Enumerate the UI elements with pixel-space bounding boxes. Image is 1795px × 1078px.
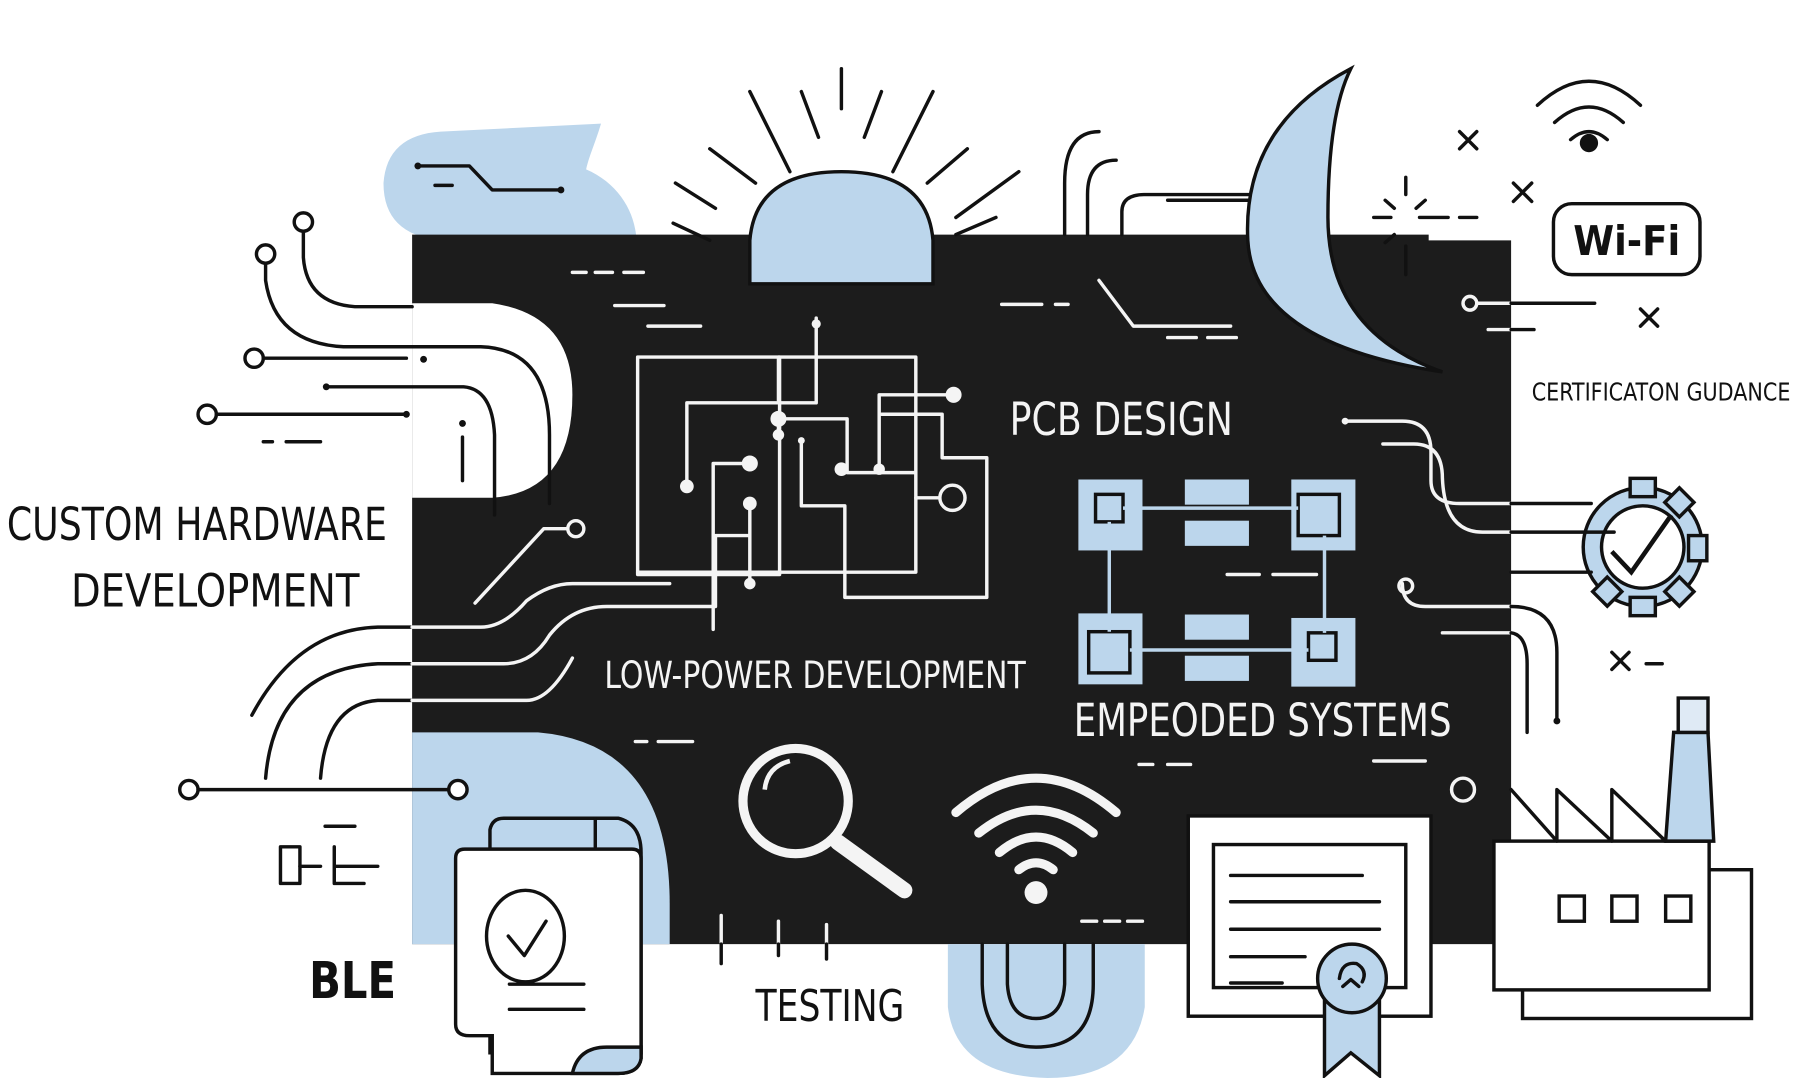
trace-left-lower bbox=[410, 533, 752, 666]
trace-right bbox=[1509, 631, 1529, 735]
factory-icon bbox=[1492, 696, 1754, 1021]
certification-guidance-label: CERTIFICATON GUDANCE bbox=[1532, 378, 1791, 407]
blue-blob-top-left bbox=[383, 123, 637, 241]
blob-trace-icon bbox=[414, 162, 565, 194]
pcb-design-label: PCB DESIGN bbox=[1010, 393, 1233, 446]
moon-icon bbox=[1245, 64, 1443, 374]
wifi-badge-label: Wi-Fi bbox=[1573, 217, 1680, 265]
custom-hardware-label-line2: DEVELOPMENT bbox=[71, 565, 360, 618]
wifi-badge-icon: Wi-Fi bbox=[1551, 201, 1702, 277]
wifi-icon bbox=[1535, 79, 1643, 153]
chip-layout-icon bbox=[1078, 479, 1356, 687]
left-traces bbox=[196, 211, 552, 517]
testing-label: TESTING bbox=[755, 982, 905, 1032]
trace-node bbox=[178, 778, 200, 801]
trace-node bbox=[447, 778, 469, 801]
chip-glyph-icon bbox=[278, 824, 380, 886]
low-power-label: LOW-POWER DEVELOPMENT bbox=[604, 653, 1025, 697]
magnifier-icon bbox=[738, 743, 913, 899]
trace-right bbox=[1343, 419, 1513, 506]
sparkle-icon bbox=[1372, 175, 1479, 277]
ble-label: BLE bbox=[309, 951, 396, 1010]
trace-node bbox=[1461, 294, 1479, 312]
twinkle-icon bbox=[1457, 129, 1664, 672]
gear-check-icon bbox=[1581, 476, 1709, 618]
trace-left-lower bbox=[473, 526, 569, 605]
trace-left-lower bbox=[318, 698, 414, 780]
trace-node bbox=[1397, 577, 1415, 595]
embedded-systems-label: EMPEODED SYSTEMS bbox=[1074, 694, 1452, 747]
testing-ticks bbox=[719, 913, 829, 966]
trace-left-lower bbox=[250, 625, 414, 717]
trace-top bbox=[1062, 129, 1101, 237]
blue-blob-bottom-center bbox=[947, 944, 1145, 1078]
trace-left-lower bbox=[410, 656, 575, 703]
trace-top bbox=[1120, 192, 1261, 237]
document-check-icon bbox=[453, 816, 643, 1076]
custom-hardware-label: CUSTOM HARDWARE bbox=[7, 498, 387, 551]
trace-left-lower bbox=[410, 581, 672, 629]
panel-cutout bbox=[412, 303, 573, 498]
trace-left-lower bbox=[263, 662, 414, 780]
trace-right bbox=[1381, 442, 1513, 534]
ribbon-seal-icon bbox=[1315, 942, 1389, 1078]
magnet-shape-icon bbox=[980, 942, 1095, 1049]
trace-top bbox=[1085, 158, 1118, 237]
trace-right bbox=[1509, 604, 1559, 723]
sun-icon bbox=[671, 66, 1021, 286]
trace-right bbox=[1400, 581, 1513, 609]
circuit-board-icon bbox=[635, 316, 989, 632]
wifi-panel-icon bbox=[951, 773, 1121, 905]
trace-node bbox=[1341, 417, 1349, 425]
panel-dashes bbox=[570, 270, 1477, 923]
certificate-icon bbox=[1186, 814, 1433, 1018]
